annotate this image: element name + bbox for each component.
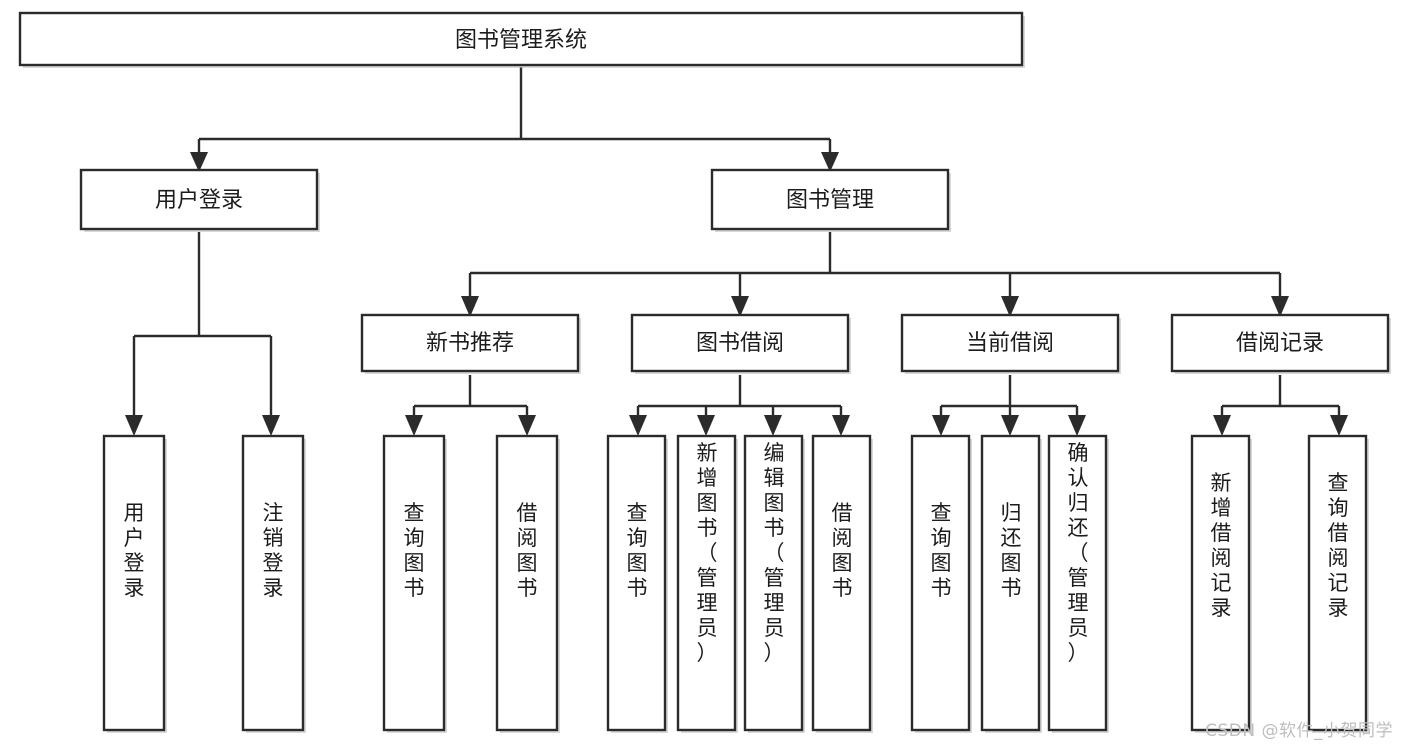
- node-leaf-user-login-label: 用户登录: [124, 501, 145, 600]
- node-leaf-query-book-1-box[interactable]: [382, 434, 446, 732]
- arrow-bookborrow-to-leaf4: [832, 415, 850, 436]
- node-leaf-edit-book-label: 编辑图书（管理员）: [764, 441, 785, 665]
- node-leaf-borrow-book-2-label: 借阅图书: [832, 501, 853, 600]
- arrow-root-to-user-login: [190, 152, 208, 172]
- node-leaf-user-login-box[interactable]: [102, 434, 166, 732]
- arrow-bookmanage-to-borrowrecord: [1271, 296, 1289, 317]
- node-book-borrow-label: 图书借阅: [696, 331, 784, 356]
- node-leaf-borrow-book-1-box[interactable]: [495, 434, 559, 732]
- node-book-borrow-box[interactable]: [630, 313, 850, 373]
- node-root-label: 图书管理系统: [455, 28, 587, 53]
- node-book-manage-label: 图书管理: [786, 188, 874, 213]
- node-leaf-return-book[interactable]: 归还图书: [980, 434, 1042, 733]
- node-leaf-edit-book[interactable]: 编辑图书（管理员）: [743, 434, 805, 733]
- node-leaf-query-record[interactable]: 查询借阅记录: [1307, 434, 1369, 733]
- node-leaf-confirm-return[interactable]: 确认归还（管理员）: [1047, 434, 1109, 733]
- arrow-bookborrow-to-leaf1: [629, 415, 647, 436]
- node-leaf-confirm-return-box[interactable]: [1047, 434, 1108, 732]
- node-leaf-edit-book-box[interactable]: [743, 434, 804, 732]
- node-leaf-query-book-1-label: 查询图书: [404, 501, 425, 600]
- node-new-book-rec[interactable]: 新书推荐: [360, 313, 581, 374]
- node-leaf-query-book-3-box[interactable]: [910, 434, 971, 732]
- node-leaf-add-book[interactable]: 新增图书（管理员）: [676, 434, 738, 733]
- node-current-borrow[interactable]: 当前借阅: [900, 313, 1121, 374]
- node-user-login[interactable]: 用户登录: [79, 168, 320, 232]
- node-current-borrow-box[interactable]: [900, 313, 1120, 373]
- arrow-root-to-book-manage: [821, 152, 839, 172]
- connector-layer: [125, 67, 1348, 436]
- node-new-book-rec-label: 新书推荐: [426, 331, 514, 356]
- arrow-borrowrecord-to-leaf2: [1330, 415, 1348, 436]
- node-leaf-query-book-1[interactable]: 查询图书: [382, 434, 447, 733]
- arrow-currentborrow-to-leaf1: [932, 415, 950, 436]
- node-leaf-query-book-3[interactable]: 查询图书: [910, 434, 972, 733]
- node-book-manage-box[interactable]: [710, 168, 950, 231]
- node-leaf-query-book-2-box[interactable]: [606, 434, 667, 732]
- node-book-borrow[interactable]: 图书借阅: [630, 313, 851, 374]
- node-leaf-logout-label: 注销登录: [263, 501, 284, 600]
- node-user-login-box[interactable]: [79, 168, 319, 231]
- arrow-currentborrow-to-leaf3: [1068, 415, 1086, 436]
- node-leaf-query-book-3-label: 查询图书: [931, 501, 952, 600]
- node-leaf-borrow-book-2-box[interactable]: [811, 434, 872, 732]
- node-new-book-rec-box[interactable]: [360, 313, 580, 373]
- node-leaf-borrow-book-1[interactable]: 借阅图书: [495, 434, 560, 733]
- node-leaf-add-record-label: 新增借阅记录: [1211, 471, 1232, 620]
- node-leaf-confirm-return-label: 确认归还（管理员）: [1068, 441, 1089, 665]
- node-borrow-record-box[interactable]: [1170, 313, 1390, 373]
- arrow-userlogin-to-leaf2: [262, 415, 280, 436]
- node-borrow-record-label: 借阅记录: [1236, 331, 1324, 356]
- arrow-userlogin-to-leaf1: [125, 415, 143, 436]
- arrow-bookmanage-to-newbook: [461, 296, 479, 317]
- arrow-bookmanage-to-currentborrow: [1001, 296, 1019, 317]
- arrow-borrowrecord-to-leaf1: [1213, 415, 1231, 436]
- node-root-box[interactable]: [18, 11, 1024, 67]
- node-leaf-query-record-label: 查询借阅记录: [1328, 471, 1349, 620]
- node-current-borrow-label: 当前借阅: [966, 331, 1054, 356]
- node-leaf-query-record-box[interactable]: [1307, 434, 1368, 732]
- arrow-currentborrow-to-leaf2: [1001, 415, 1019, 436]
- node-leaf-borrow-book-2[interactable]: 借阅图书: [811, 434, 873, 733]
- node-leaf-add-book-box[interactable]: [676, 434, 737, 732]
- node-leaf-add-book-label: 新增图书（管理员）: [697, 441, 718, 665]
- node-leaf-query-book-2-label: 查询图书: [627, 501, 648, 600]
- arrow-bookmanage-to-bookborrow: [731, 296, 749, 317]
- node-leaf-logout-box[interactable]: [241, 434, 305, 732]
- arrow-bookborrow-to-leaf3: [764, 415, 782, 436]
- arrow-newbook-to-leaf1: [405, 415, 423, 436]
- node-leaf-add-record[interactable]: 新增借阅记录: [1190, 434, 1252, 733]
- node-root[interactable]: 图书管理系统: [18, 11, 1025, 68]
- node-leaf-add-record-box[interactable]: [1190, 434, 1251, 732]
- arrow-newbook-to-leaf2: [518, 415, 536, 436]
- node-leaf-return-book-label: 归还图书: [1001, 501, 1022, 600]
- node-borrow-record[interactable]: 借阅记录: [1170, 313, 1391, 374]
- node-leaf-return-book-box[interactable]: [980, 434, 1041, 732]
- node-leaf-query-book-2[interactable]: 查询图书: [606, 434, 668, 733]
- node-user-login-label: 用户登录: [155, 188, 243, 213]
- node-leaf-logout[interactable]: 注销登录: [241, 434, 306, 733]
- node-book-manage[interactable]: 图书管理: [710, 168, 951, 232]
- node-leaf-user-login[interactable]: 用户登录: [102, 434, 167, 733]
- arrow-bookborrow-to-leaf2: [697, 415, 715, 436]
- node-leaf-borrow-book-1-label: 借阅图书: [517, 501, 538, 600]
